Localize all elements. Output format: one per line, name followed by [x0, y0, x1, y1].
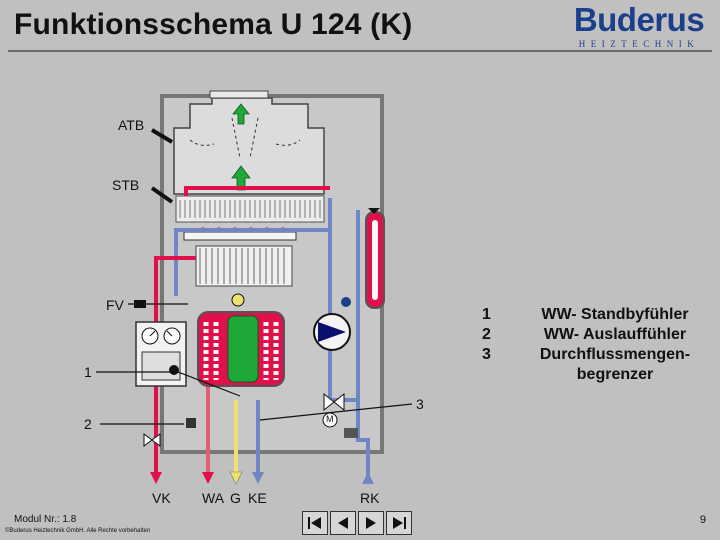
- flow-line-red-left: [154, 256, 196, 296]
- panel-switches: [141, 351, 181, 381]
- page-number: 9: [699, 514, 706, 526]
- label-atb: ATB: [118, 117, 145, 133]
- title-rule: [8, 50, 712, 52]
- label-motor: M: [326, 414, 334, 424]
- logo-name: Buderus: [573, 1, 705, 38]
- buderus-logo: Buderus HEIZTECHNIK: [566, 1, 712, 50]
- sensor-legend: 1 WW- Standbyfühler 2 WW- Auslauffühler …: [482, 305, 710, 385]
- flow-line-blue-right: [356, 210, 370, 480]
- first-page-button[interactable]: [302, 511, 328, 535]
- flow-line-red-top: [184, 186, 330, 196]
- flue-hood: [173, 97, 325, 195]
- label-fv: FV: [106, 297, 124, 313]
- copyright-notice: ©Buderus Heiztechnik GmbH. Alle Rechte v…: [5, 528, 151, 534]
- legend-row: 2 WW- Auslauffühler: [482, 325, 710, 345]
- three-way-valve-icon: [323, 392, 345, 412]
- tank-top-fitting: [231, 293, 245, 307]
- legend-row: 3 Durchflussmengen- begrenzer: [482, 345, 710, 385]
- slide-title: Funktionsschema U 124 (K): [14, 8, 413, 41]
- flue-flow-lines: [189, 117, 301, 159]
- label-ke: KE: [248, 490, 267, 506]
- leader-line-1: [96, 371, 241, 397]
- vk-arrow-icon: [150, 472, 162, 484]
- label-stb: STB: [112, 177, 140, 193]
- storage-tank-core: [227, 315, 259, 383]
- ke-arrow-icon: [252, 472, 264, 484]
- label-wa: WA: [202, 490, 225, 506]
- legend-row: 1 WW- Standbyfühler: [482, 305, 710, 325]
- legend-number: 3: [482, 346, 491, 363]
- expansion-vessel-inner: [372, 220, 378, 300]
- tank-coil-left: [203, 322, 219, 380]
- legend-number: 2: [482, 326, 491, 343]
- stb-probe: [150, 186, 174, 204]
- sensor-2-box: [186, 418, 196, 428]
- label-vk: VK: [152, 490, 171, 506]
- next-page-icon: [366, 517, 376, 529]
- burner-manifold: [183, 231, 297, 241]
- vessel-valve-icon: [368, 208, 380, 214]
- legend-text: Durchflussmengen- begrenzer: [539, 346, 691, 383]
- g-arrow-icon: [229, 471, 243, 485]
- legend-text: WW- Auslauffühler: [543, 326, 687, 343]
- marker-2: 2: [84, 416, 92, 432]
- pressure-switch-icon: [341, 297, 351, 307]
- previous-page-button[interactable]: [330, 511, 356, 535]
- atb-probe: [150, 128, 174, 144]
- module-number: Modul Nr.: 1.8: [14, 514, 77, 525]
- logo-tagline: HEIZTECHNIK: [578, 39, 700, 49]
- flow-line-blue-top: [174, 198, 332, 296]
- panel-knob-icon: [169, 365, 179, 375]
- heat-exchanger-fins: [179, 200, 321, 218]
- label-rk: RK: [360, 490, 380, 506]
- gauge-needles: [149, 330, 173, 337]
- legend-text: WW- Standbyfühler: [541, 306, 689, 323]
- last-page-icon: [393, 517, 406, 529]
- label-g: G: [230, 490, 241, 506]
- isolation-valve-icon: [143, 433, 161, 447]
- flue-outlet: [209, 90, 269, 99]
- marker-1: 1: [84, 364, 92, 380]
- sensor-3-box: [344, 428, 358, 438]
- marker-3: 3: [416, 396, 424, 412]
- next-page-button[interactable]: [358, 511, 384, 535]
- previous-page-icon: [338, 517, 348, 529]
- slide-navigation: [302, 511, 412, 535]
- wa-arrow-icon: [202, 472, 214, 484]
- tank-coil-right: [263, 322, 279, 380]
- last-page-button[interactable]: [386, 511, 412, 535]
- rk-arrow-icon: [362, 472, 374, 484]
- burner-bar-lines: [199, 248, 285, 284]
- flue-arrow-top: [232, 103, 250, 125]
- leader-line-3: [259, 403, 413, 421]
- pump-arrow-icon: [318, 322, 346, 342]
- legend-number: 1: [482, 306, 491, 323]
- first-page-icon: [308, 517, 321, 529]
